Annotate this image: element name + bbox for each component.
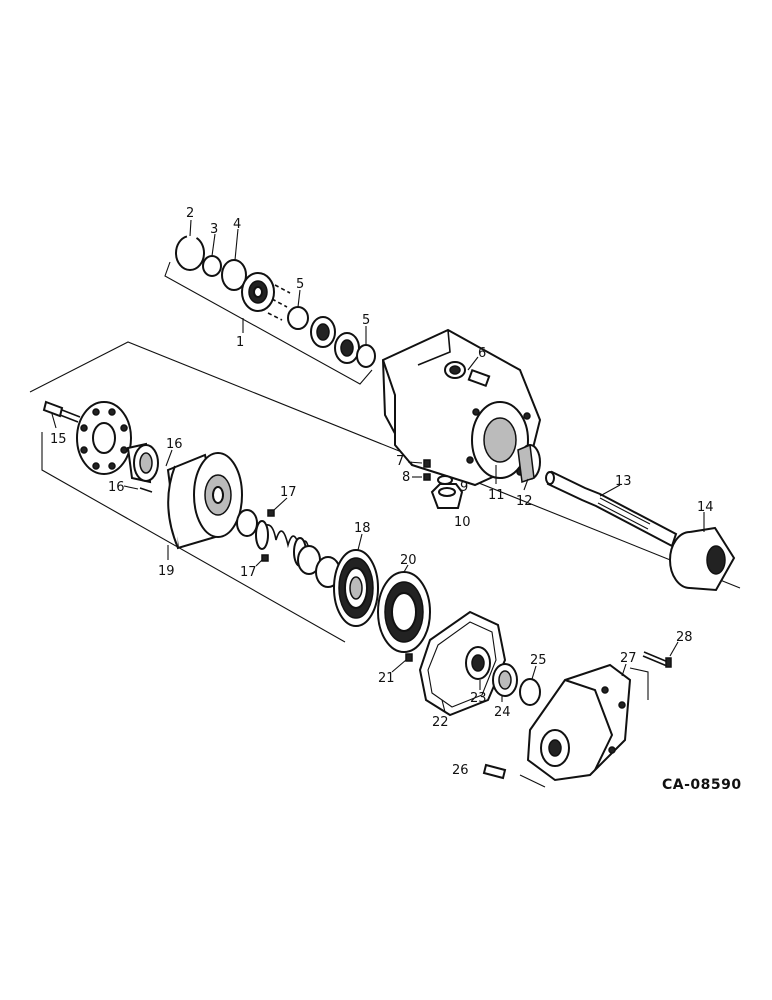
part-16-pin — [139, 487, 153, 493]
part-21-dowel — [405, 653, 413, 662]
part-2-snap-ring — [175, 235, 205, 271]
group-19-bracket — [29, 341, 741, 643]
callout-26: 26 — [452, 763, 469, 778]
callout-25: 25 — [530, 653, 547, 668]
part-cylinder-block — [166, 452, 243, 550]
callout-7: 7 — [396, 454, 404, 469]
part-16-bushing — [126, 442, 159, 484]
part-26-pin — [482, 763, 507, 780]
callout-2: 2 — [186, 206, 194, 221]
callout-9: 9 — [460, 480, 468, 495]
leader-lines — [51, 219, 705, 713]
part-27-cover — [526, 663, 632, 782]
part-17-pin-a — [267, 509, 275, 517]
callout-11: 11 — [488, 488, 505, 503]
part-5-o-ring-b — [356, 344, 376, 368]
callout-17b: 17 — [240, 565, 257, 580]
callout-21: 21 — [378, 671, 395, 686]
part-12-bearing-cone — [517, 443, 541, 484]
part-18-bearing — [333, 549, 379, 627]
part-10-nut — [430, 483, 464, 509]
callout-27: 27 — [620, 651, 637, 666]
part-14-seal — [669, 526, 736, 592]
part-ring-a — [236, 509, 258, 537]
part-4-o-ring — [221, 259, 247, 291]
group-1-bracket — [164, 261, 373, 385]
callout-1: 1 — [236, 335, 244, 350]
callout-22: 22 — [432, 715, 449, 730]
part-seal-housing — [241, 272, 275, 312]
callout-10: 10 — [454, 515, 471, 530]
callout-5b: 5 — [362, 313, 370, 328]
callout-13: 13 — [615, 474, 632, 489]
callout-18: 18 — [354, 521, 371, 536]
reference-code: CA-08590 — [662, 777, 742, 793]
group-27-bracket — [519, 667, 649, 788]
callout-15: 15 — [50, 432, 67, 447]
callout-5a: 5 — [296, 277, 304, 292]
part-3-o-ring — [202, 255, 222, 277]
callout-6: 6 — [478, 346, 486, 361]
callout-23: 23 — [470, 691, 487, 706]
part-valve-plate — [76, 401, 132, 475]
callout-14: 14 — [697, 500, 714, 515]
part-8-plug — [423, 473, 431, 481]
part-9-o-ring — [437, 475, 453, 485]
part-15-bolt — [42, 400, 81, 423]
callout-19: 19 — [158, 564, 175, 579]
callout-17a: 17 — [280, 485, 297, 500]
part-5-o-ring-a — [287, 306, 309, 330]
part-25-o-ring — [519, 678, 541, 706]
part-22-gasket — [418, 610, 507, 717]
callout-4: 4 — [233, 217, 241, 232]
callout-8: 8 — [402, 470, 410, 485]
part-17-pin-b — [261, 554, 269, 562]
callouts: 1 2 3 4 5 5 6 7 8 9 10 11 12 13 14 15 16… — [50, 206, 714, 778]
part-seal-b — [334, 332, 360, 364]
callout-20: 20 — [400, 553, 417, 568]
callout-16a: 16 — [166, 437, 183, 452]
part-dowel-pins — [267, 284, 291, 321]
part-13-shaft — [545, 470, 678, 548]
callout-24: 24 — [494, 705, 511, 720]
part-23-gear — [465, 646, 491, 680]
callout-3: 3 — [210, 222, 218, 237]
part-seal-a — [310, 316, 336, 348]
part-6-pump-housing — [381, 328, 542, 487]
callout-16b: 16 — [108, 480, 125, 495]
callout-12: 12 — [516, 494, 533, 509]
part-24-bushing — [492, 663, 518, 697]
part-28-bolt — [642, 651, 672, 668]
callout-28: 28 — [676, 630, 693, 645]
part-20-bearing — [377, 571, 431, 653]
part-7-plug — [423, 459, 431, 468]
